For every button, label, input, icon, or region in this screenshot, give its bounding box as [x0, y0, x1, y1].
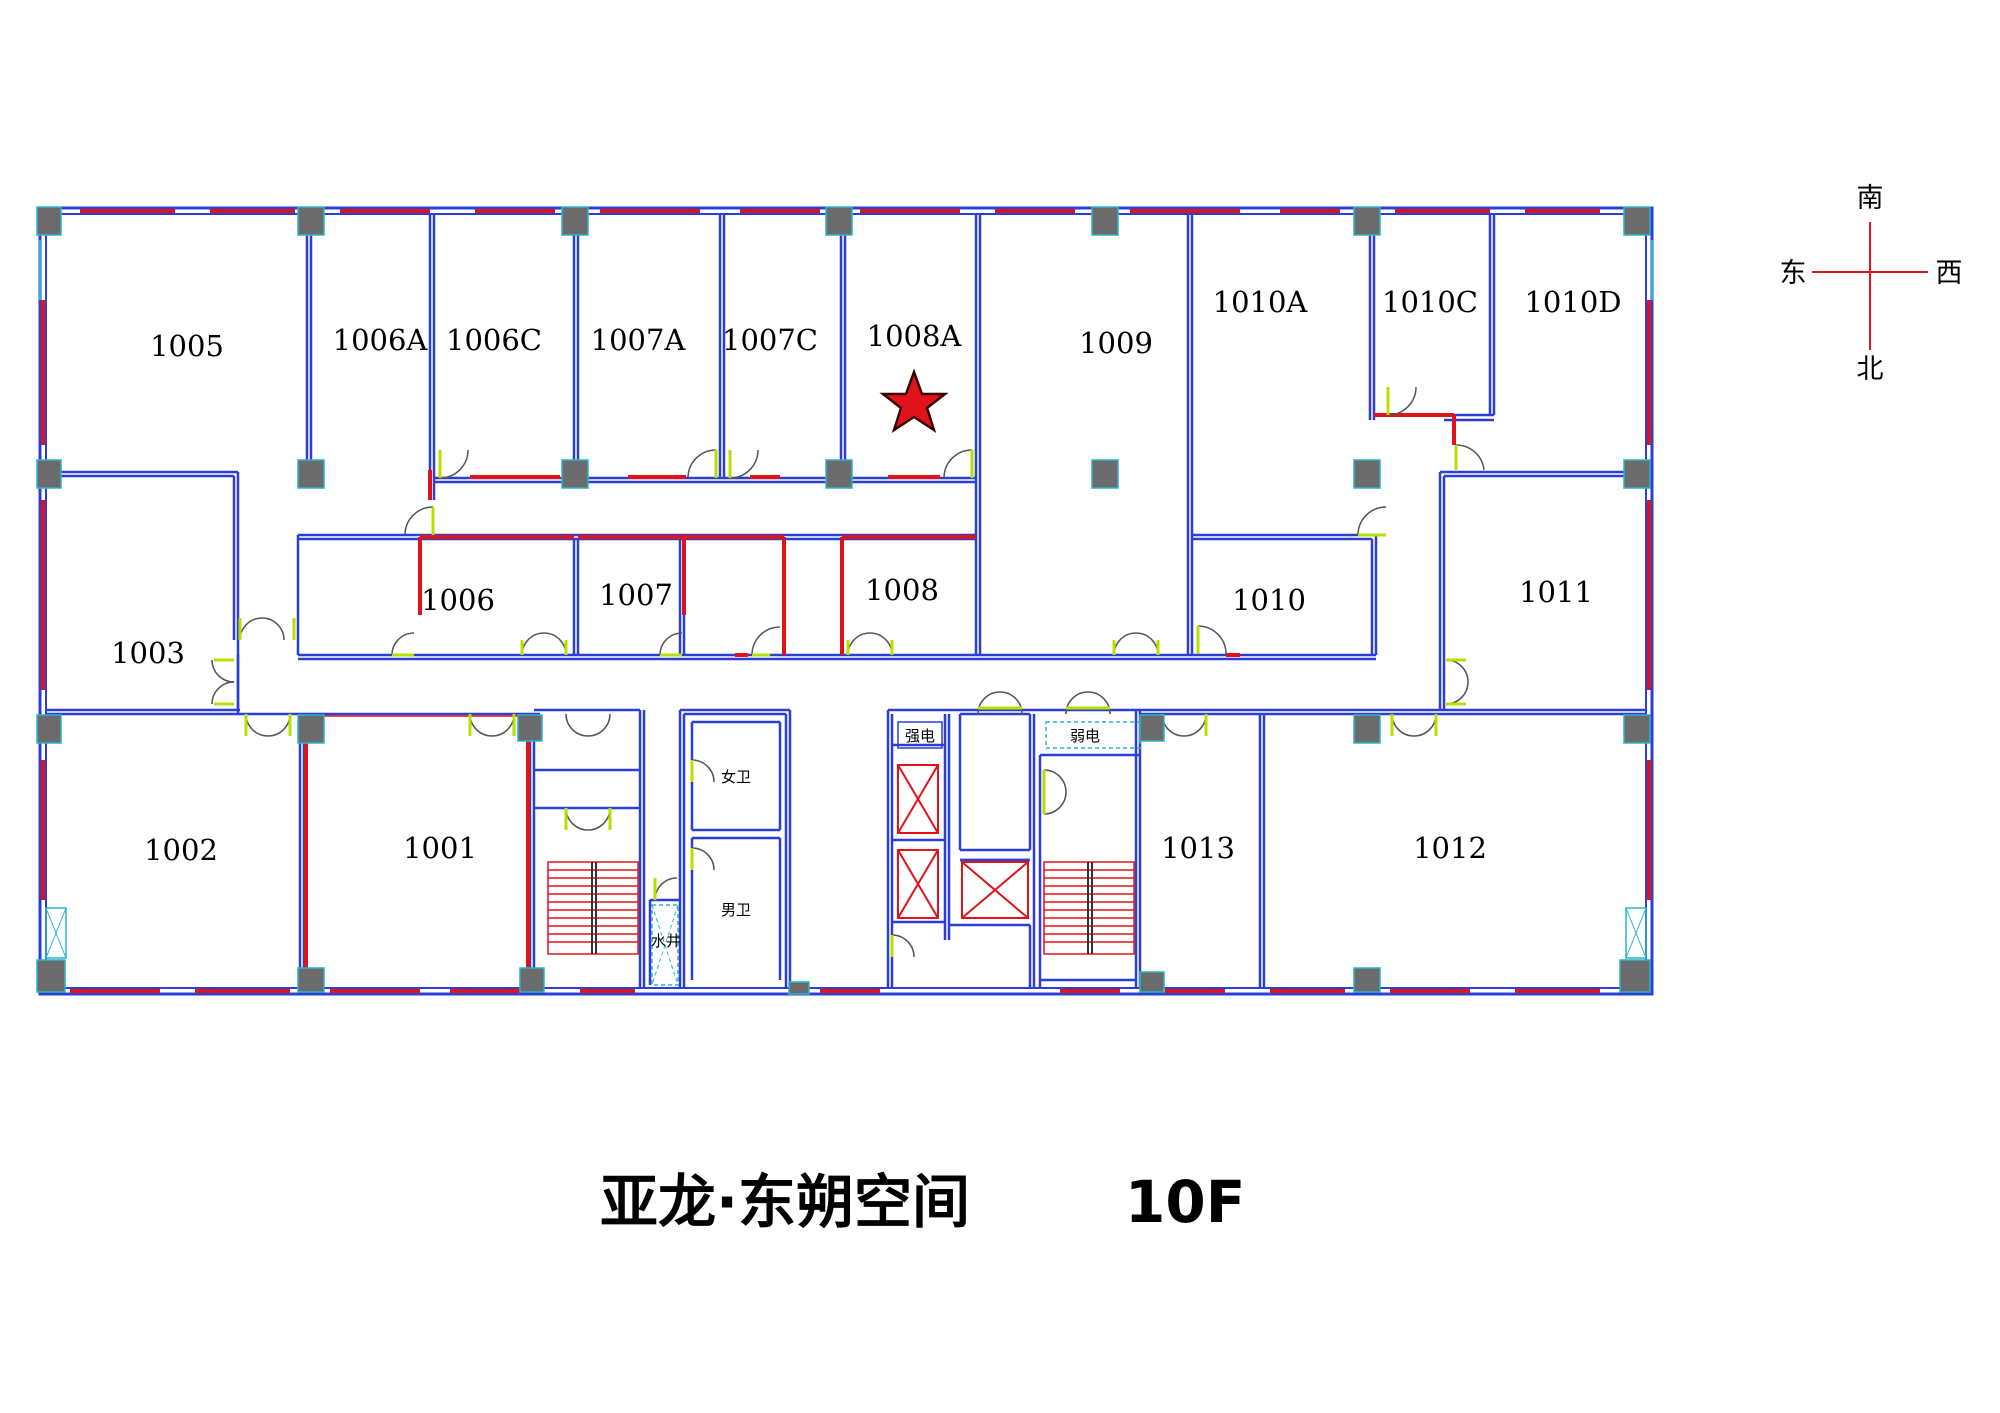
room-labels: 1005 1006A 1006C 1007A 1007C 1008A 1009 …: [111, 285, 1621, 950]
room-1013-label: 1013: [1161, 831, 1235, 865]
right-stairs: [1043, 861, 1135, 955]
room-1006A-label: 1006A: [333, 323, 429, 357]
doors: [211, 386, 1485, 958]
room-1007C-label: 1007C: [722, 323, 818, 357]
columns: [36, 206, 1651, 995]
room-1010C-label: 1010C: [1382, 285, 1478, 319]
strong-power-room: [897, 721, 943, 749]
men-wc-label: 男卫: [721, 901, 751, 919]
room-1001-label: 1001: [403, 831, 477, 865]
room-1007-label: 1007: [599, 578, 673, 612]
weak-power-label: 弱电: [1070, 727, 1100, 745]
room-1008-label: 1008: [865, 573, 939, 607]
interior-walls: [46, 214, 1646, 988]
compass-south-label: 南: [1857, 183, 1884, 214]
room-1006-label: 1006: [421, 583, 495, 617]
room-1006C-label: 1006C: [446, 323, 542, 357]
side-fixtures: [45, 907, 1647, 959]
room-1010D-label: 1010D: [1524, 285, 1621, 319]
room-1010A-label: 1010A: [1213, 285, 1309, 319]
floor-label: 10F: [1125, 1168, 1245, 1236]
strong-power-label: 强电: [905, 727, 935, 745]
elevators: [897, 764, 1029, 919]
room-1007A-label: 1007A: [591, 323, 687, 357]
compass-north-label: 北: [1857, 354, 1884, 385]
room-1005-label: 1005: [150, 329, 224, 363]
room-1008A-label: 1008A: [867, 319, 963, 353]
room-1010-label: 1010: [1232, 583, 1306, 617]
water-well: [651, 904, 679, 986]
compass: 南 北 东 西: [1780, 183, 1963, 385]
left-stairs: [547, 861, 639, 955]
star-icon: [879, 368, 949, 433]
room-1009-label: 1009: [1079, 326, 1153, 360]
room-1012-label: 1012: [1413, 831, 1487, 865]
room-1002-label: 1002: [144, 833, 218, 867]
compass-west-label: 西: [1936, 258, 1963, 289]
water-well-label: 水井: [651, 932, 681, 950]
women-wc-label: 女卫: [721, 768, 751, 786]
compass-east-label: 东: [1780, 258, 1807, 289]
red-walls: [304, 413, 1456, 988]
room-1003-label: 1003: [111, 636, 185, 670]
building-title: 亚龙·东朔空间: [600, 1168, 970, 1236]
room-1011-label: 1011: [1519, 575, 1593, 609]
